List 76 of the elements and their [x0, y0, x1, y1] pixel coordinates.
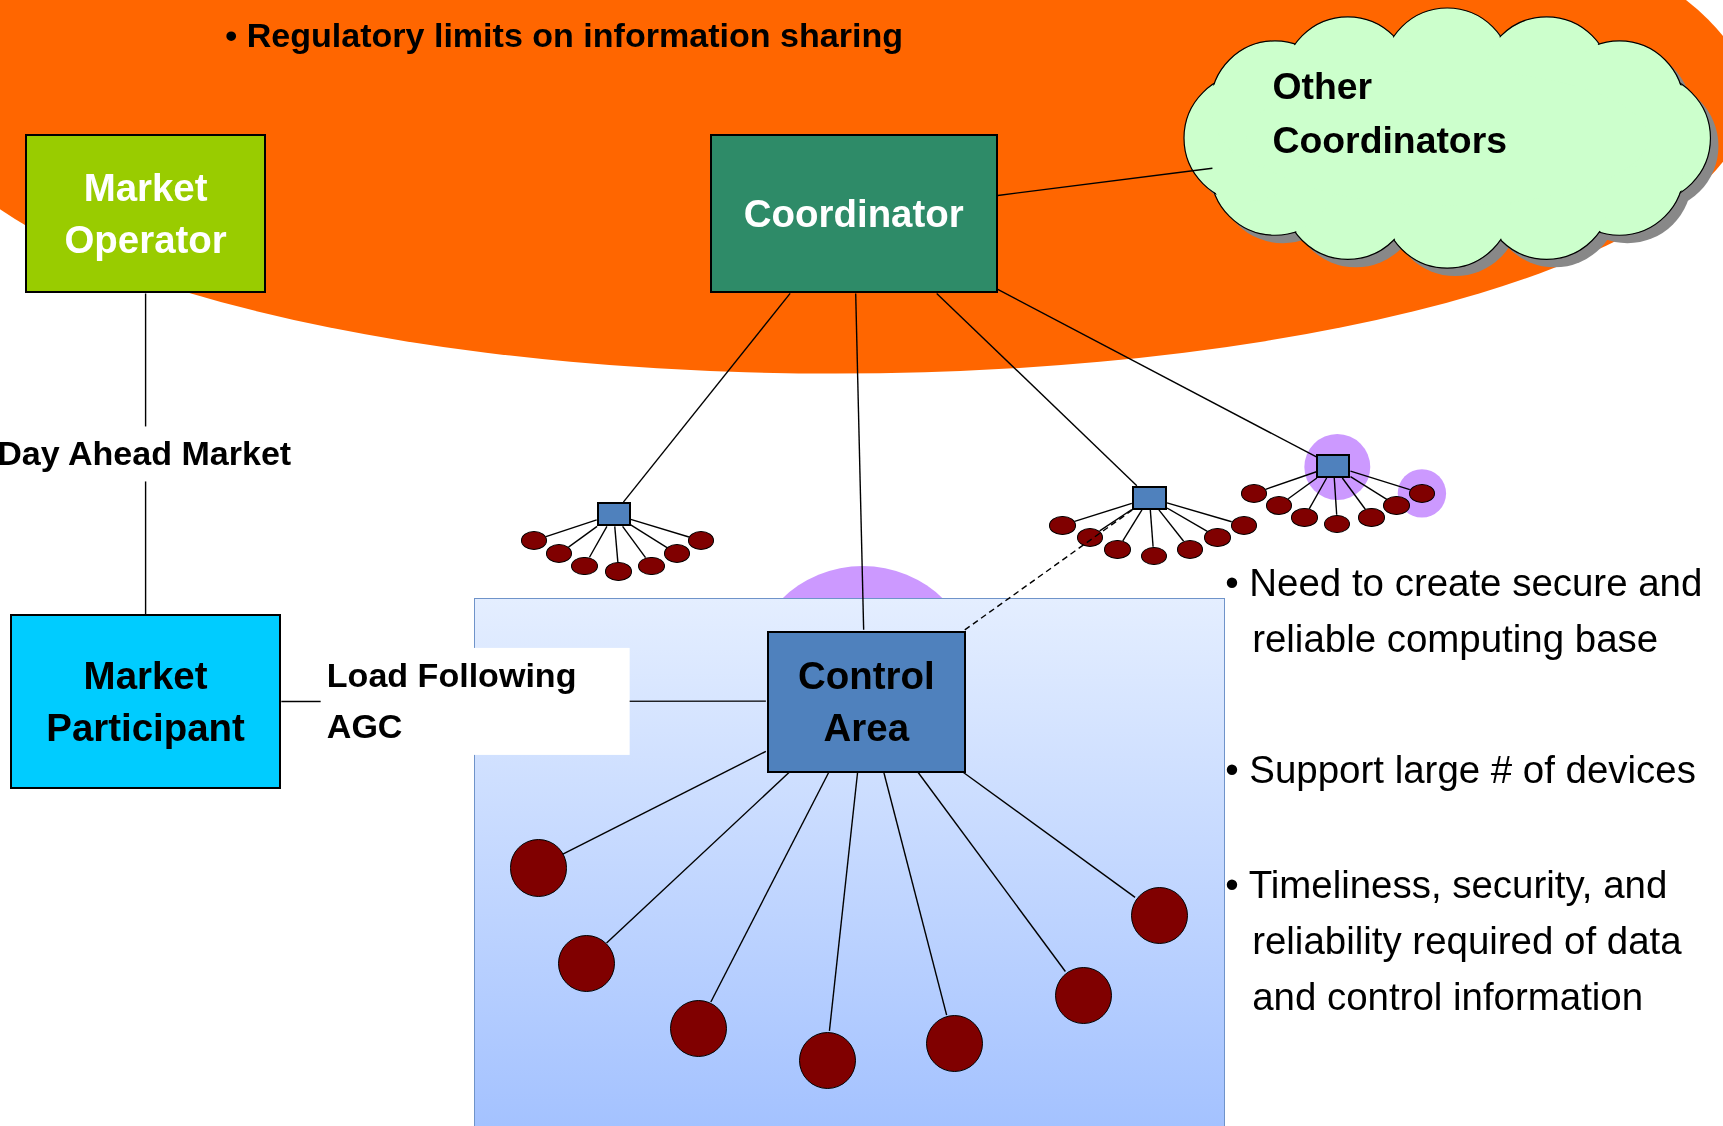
node-label: Market Operator — [63, 164, 228, 263]
connector-line — [997, 167, 1214, 197]
bullet-text: • Timeliness, security, and reliability required of data and control information — [1225, 862, 1683, 1020]
connector-line — [567, 525, 598, 548]
connector-line — [1098, 508, 1133, 532]
connector-line — [1166, 507, 1209, 533]
device-circle — [558, 935, 616, 993]
connector-line — [1122, 509, 1143, 542]
connector-line — [1158, 509, 1185, 542]
device-dot — [1104, 540, 1131, 559]
connector-line — [621, 525, 647, 559]
device-dot — [1140, 546, 1167, 566]
connector-line — [1264, 471, 1318, 490]
node-label: Other Coordinators — [1272, 64, 1508, 164]
device-dot — [663, 544, 691, 564]
device-circle — [1054, 966, 1112, 1024]
connector-line — [710, 771, 830, 1003]
device-circle — [509, 839, 567, 897]
connector-line — [1349, 470, 1411, 491]
device-dot — [1176, 540, 1204, 559]
connector-line — [917, 771, 1067, 973]
device-circle — [670, 999, 728, 1057]
device-dot — [638, 556, 665, 576]
connector-line — [605, 771, 790, 944]
connector-line — [630, 518, 690, 538]
device-dot — [1230, 515, 1258, 535]
node-label: Control Area — [797, 653, 936, 752]
node-label: Market Participant — [45, 652, 246, 751]
connector-line — [855, 292, 865, 631]
dashed-connector — [964, 509, 1134, 631]
device-dot — [687, 531, 715, 550]
connector-line — [828, 771, 859, 1032]
device-dot — [1240, 484, 1267, 503]
connector-line — [1149, 509, 1154, 548]
connector-line — [1073, 502, 1133, 523]
connector-line — [588, 525, 608, 558]
connector-line — [962, 771, 1136, 899]
hub-square — [596, 502, 631, 527]
process-box — [766, 630, 966, 774]
connector-line — [614, 525, 619, 563]
connector-line — [1308, 477, 1328, 510]
connector-line — [936, 292, 1138, 487]
device-dot — [546, 544, 573, 564]
device-dot — [520, 531, 548, 550]
device-dot — [571, 556, 598, 576]
device-dot — [1049, 515, 1076, 535]
device-circle — [1130, 886, 1188, 944]
hub-square — [1316, 453, 1351, 478]
connector-line — [1166, 502, 1233, 523]
connector-line — [545, 519, 598, 538]
connector-line — [1333, 477, 1338, 516]
node-label: Coordinator — [742, 190, 965, 237]
bullet-text: • Support large # of devices — [1225, 746, 1697, 793]
device-dot — [1291, 508, 1318, 527]
device-dot — [605, 562, 632, 581]
connector-line — [883, 771, 948, 1016]
connector-line — [997, 288, 1318, 458]
device-dot — [1324, 514, 1351, 534]
bullet-text: • Need to create secure and reliable computing base — [1225, 559, 1704, 662]
connector-line — [1341, 477, 1366, 510]
connector-line — [630, 524, 668, 549]
connector-line — [1287, 477, 1318, 500]
hub-square — [25, 134, 266, 294]
device-dot — [1076, 528, 1104, 547]
connector-line — [562, 750, 767, 855]
process-box — [9, 614, 282, 789]
hub-square — [1131, 485, 1167, 510]
connector-line — [1349, 475, 1388, 500]
edge-label: Load Following AGC — [320, 648, 630, 755]
device-dot — [1358, 508, 1385, 527]
device-dot — [1265, 496, 1293, 515]
device-dot — [1204, 528, 1231, 547]
bullet-text: • Regulatory limits on information sharing — [225, 15, 905, 57]
device-dot — [1383, 496, 1410, 515]
connector-line — [622, 292, 791, 503]
hub-square — [709, 134, 998, 294]
